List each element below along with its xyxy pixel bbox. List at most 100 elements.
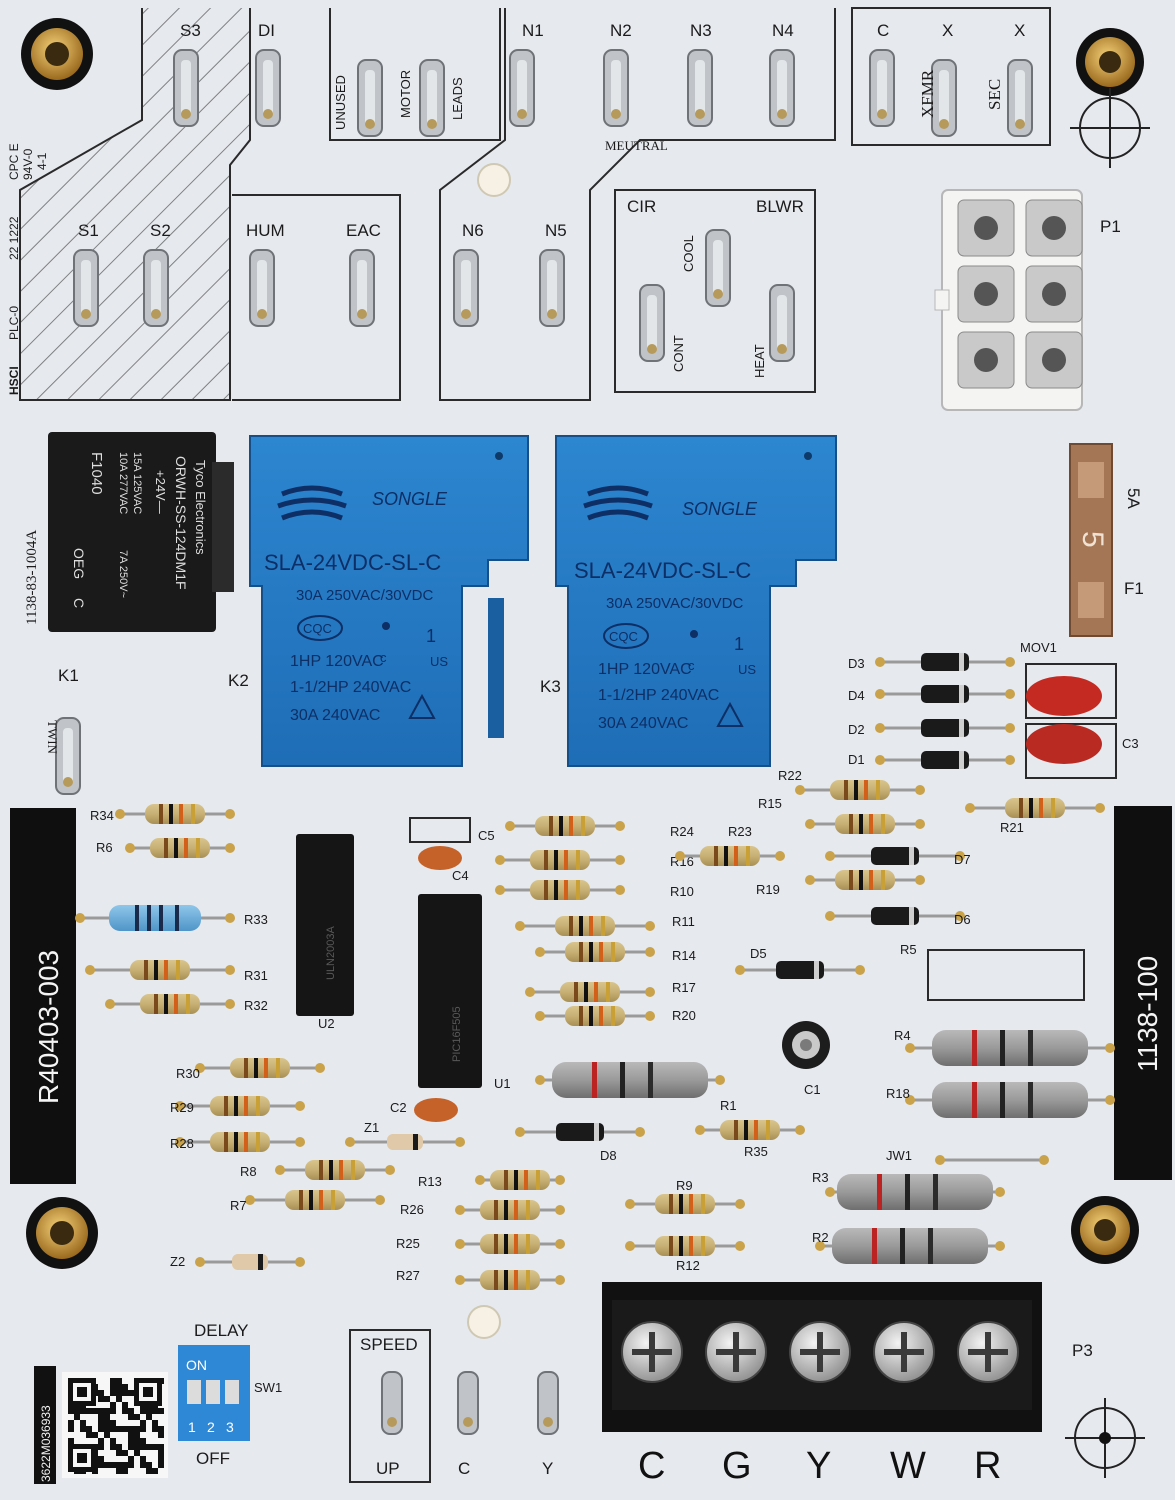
relay-k1: Tyco Electronics ORWH-SS-124DM1F +24V— 1… bbox=[48, 432, 234, 632]
label-r23: R23 bbox=[728, 824, 752, 839]
label-s2: S2 bbox=[150, 221, 171, 240]
terminal-screw[interactable] bbox=[789, 1321, 851, 1383]
spade-terminal[interactable] bbox=[73, 249, 99, 327]
spade-terminal[interactable] bbox=[55, 717, 81, 795]
terminal-screw[interactable] bbox=[873, 1321, 935, 1383]
spade-terminal[interactable] bbox=[603, 49, 629, 127]
svg-text:30A 250VAC/30VDC: 30A 250VAC/30VDC bbox=[606, 595, 743, 612]
spade-terminal[interactable] bbox=[687, 49, 713, 127]
label-r12: R12 bbox=[676, 1258, 700, 1273]
spade-terminal[interactable] bbox=[539, 249, 565, 327]
svg-text:C: C bbox=[71, 598, 87, 608]
component-r31: R31 bbox=[85, 960, 268, 983]
terminal-block-p3[interactable] bbox=[602, 1282, 1042, 1432]
svg-text:CQC: CQC bbox=[609, 629, 638, 644]
mounting-hole-bottom-right bbox=[1065, 1196, 1145, 1478]
component-r7: R7 bbox=[230, 1190, 385, 1213]
svg-text:c: c bbox=[688, 658, 695, 673]
jumper-jw1 bbox=[935, 1155, 1049, 1165]
label-r20: R20 bbox=[672, 1008, 696, 1023]
spade-terminal[interactable] bbox=[143, 249, 169, 327]
label-f1: F1 bbox=[1124, 579, 1144, 598]
svg-text:1HP 120VAC: 1HP 120VAC bbox=[290, 653, 384, 670]
spade-terminals bbox=[55, 49, 1033, 1435]
dip-switch-sw1[interactable]: ON 1 2 3 bbox=[178, 1345, 250, 1441]
component-r25: R25 bbox=[396, 1234, 565, 1254]
component-r28: R28 bbox=[170, 1132, 305, 1152]
led-top bbox=[477, 163, 511, 197]
label-neutral: MEUTRAL bbox=[605, 138, 668, 153]
svg-text:CQC: CQC bbox=[303, 621, 332, 636]
svg-text:PLC-0: PLC-0 bbox=[7, 306, 21, 340]
spade-terminal[interactable] bbox=[1007, 59, 1033, 137]
label-d3: D3 bbox=[848, 656, 865, 671]
svg-text:US: US bbox=[430, 654, 448, 669]
label-r24: R24 bbox=[670, 824, 694, 839]
label-sec: SEC bbox=[985, 79, 1004, 110]
component-r8: R8 bbox=[240, 1160, 395, 1180]
fuse-f1[interactable]: 5 bbox=[1069, 443, 1113, 637]
svg-text:OEG: OEG bbox=[71, 548, 87, 579]
component-d4: D4 bbox=[848, 685, 1015, 703]
led-bottom bbox=[467, 1305, 501, 1339]
component-r18: R18 bbox=[886, 1082, 1115, 1118]
svg-text:22 1222: 22 1222 bbox=[7, 216, 21, 260]
spade-terminal[interactable] bbox=[419, 59, 445, 137]
label-blwr: BLWR bbox=[756, 197, 804, 216]
terminal-screw[interactable] bbox=[621, 1321, 683, 1383]
resistor-r5-outline bbox=[927, 949, 1085, 1001]
component-r17: R17 bbox=[525, 980, 696, 1002]
spade-terminal[interactable] bbox=[349, 249, 375, 327]
spade-terminal[interactable] bbox=[249, 249, 275, 327]
svg-text:15A 125VAC: 15A 125VAC bbox=[131, 452, 143, 514]
spade-terminal[interactable] bbox=[769, 284, 795, 362]
part-label-left: R40403-003 bbox=[10, 808, 76, 1184]
spade-terminal[interactable] bbox=[509, 49, 535, 127]
speed-spade-terminal[interactable] bbox=[457, 1371, 479, 1435]
component-r4: R4 bbox=[894, 1028, 1115, 1066]
spade-terminal[interactable] bbox=[453, 249, 479, 327]
terminal-screw[interactable] bbox=[957, 1321, 1019, 1383]
component-r23: R23 bbox=[675, 824, 785, 866]
label-z1: Z1 bbox=[364, 1120, 379, 1135]
label-r15: R15 bbox=[758, 796, 782, 811]
label-r34: R34 bbox=[90, 808, 114, 823]
label-r27: R27 bbox=[396, 1268, 420, 1283]
p1-connector[interactable] bbox=[934, 189, 1083, 411]
terminal-label-r: R bbox=[974, 1445, 1001, 1487]
svg-text:30A 250VAC/30VDC: 30A 250VAC/30VDC bbox=[296, 587, 433, 604]
ic-u1: PIC16F505 bbox=[418, 894, 482, 1088]
spade-terminal[interactable] bbox=[173, 49, 199, 127]
label-s1: S1 bbox=[78, 221, 99, 240]
label-off: OFF bbox=[196, 1449, 230, 1468]
spade-terminal[interactable] bbox=[705, 229, 731, 307]
svg-text:1: 1 bbox=[188, 1419, 196, 1435]
component-d7: D7 bbox=[825, 847, 971, 867]
label-c3: C3 bbox=[1122, 736, 1139, 751]
svg-text:ORWH-SS-124DM1F: ORWH-SS-124DM1F bbox=[173, 456, 189, 590]
component-z1: Z1 bbox=[345, 1120, 465, 1150]
label-speed-y: Y bbox=[542, 1459, 553, 1478]
speed-spade-terminal[interactable] bbox=[381, 1371, 403, 1435]
spade-terminal[interactable] bbox=[357, 59, 383, 137]
terminal-screw[interactable] bbox=[705, 1321, 767, 1383]
speed-spade-terminal[interactable] bbox=[537, 1371, 559, 1435]
spade-terminal[interactable] bbox=[255, 49, 281, 127]
svg-text:1-1/2HP 240VAC: 1-1/2HP 240VAC bbox=[598, 687, 719, 704]
component-r34: R34 bbox=[90, 804, 235, 824]
relay-k2: SONGLE SLA-24VDC-SL-C 30A 250VAC/30VDC C… bbox=[249, 435, 529, 767]
label-r21: R21 bbox=[1000, 820, 1024, 835]
label-r3: R3 bbox=[812, 1170, 829, 1185]
spade-terminal[interactable] bbox=[869, 49, 895, 127]
label-n4: N4 bbox=[772, 21, 794, 40]
spade-terminal[interactable] bbox=[769, 49, 795, 127]
component-d5: D5 bbox=[735, 946, 865, 979]
label-k1: K1 bbox=[58, 666, 79, 685]
label-r28: R28 bbox=[170, 1136, 194, 1151]
label-speed-c: C bbox=[458, 1459, 470, 1478]
component-r13: R13 bbox=[418, 1170, 565, 1190]
spade-terminal[interactable] bbox=[639, 284, 665, 362]
label-unused: UNUSED bbox=[333, 75, 348, 130]
spade-terminal[interactable] bbox=[931, 59, 957, 137]
